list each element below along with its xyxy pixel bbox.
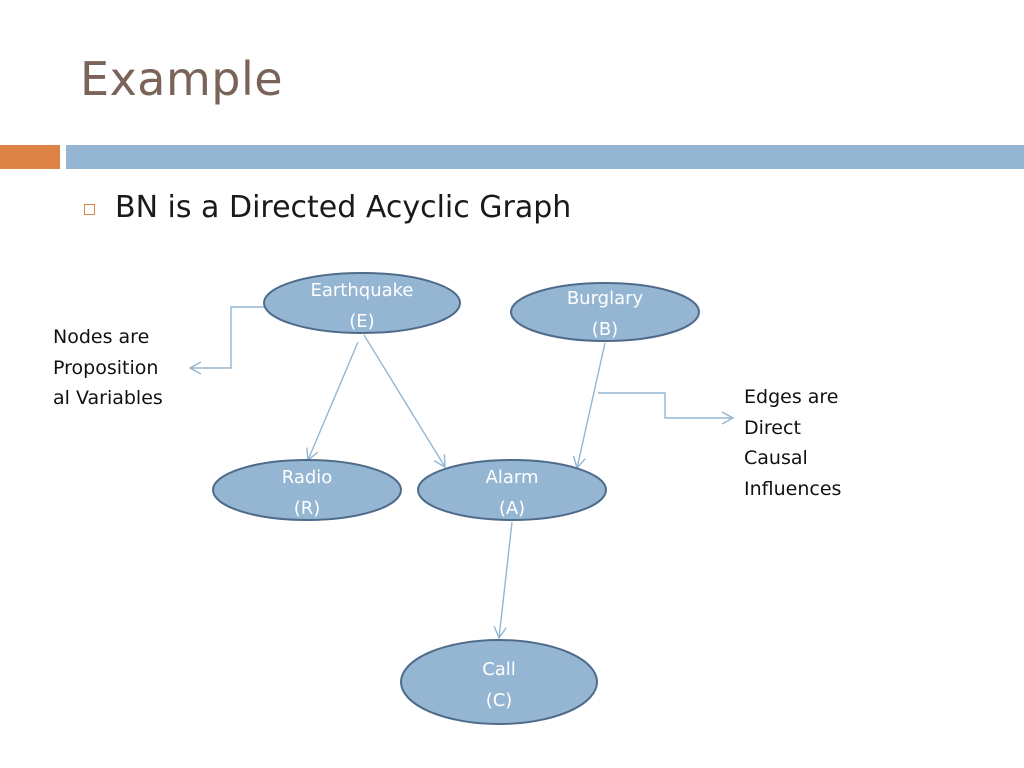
edge-earthquake-radio <box>306 341 359 462</box>
node-earthquake-abbr: (E) <box>349 311 374 332</box>
bullet-item: BN is a Directed Acyclic Graph <box>84 190 571 225</box>
square-bullet-icon <box>84 204 95 215</box>
node-radio-name: Radio <box>282 467 333 488</box>
node-alarm: Alarm (A) <box>417 459 607 521</box>
title-divider-bar <box>66 145 1024 169</box>
edge-earthquake-alarm <box>363 334 446 469</box>
node-earthquake-name: Earthquake <box>311 280 414 301</box>
nodes-annotation: Nodes are Proposition al Variables <box>53 326 163 409</box>
node-alarm-name: Alarm <box>486 467 539 488</box>
node-burglary-abbr: (B) <box>592 319 618 340</box>
title-accent-bar <box>0 145 60 169</box>
slide-title: Example <box>80 52 284 106</box>
nodes-callout-connector <box>188 306 265 375</box>
edge-burglary-alarm <box>572 342 606 470</box>
node-earthquake: Earthquake (E) <box>263 272 461 334</box>
bullet-text: BN is a Directed Acyclic Graph <box>115 190 572 225</box>
node-alarm-abbr: (A) <box>499 498 525 519</box>
edge-alarm-call <box>493 521 513 640</box>
node-burglary-name: Burglary <box>567 288 644 309</box>
edges-callout-connector <box>598 392 735 425</box>
edges-annotation: Edges are Direct Causal Influences <box>744 386 842 500</box>
node-radio-abbr: (R) <box>294 498 321 519</box>
node-radio: Radio (R) <box>212 459 402 521</box>
node-call-abbr: (C) <box>486 690 513 711</box>
node-burglary: Burglary (B) <box>510 282 700 342</box>
node-call-name: Call <box>482 659 516 680</box>
node-call: Call (C) <box>400 639 598 725</box>
